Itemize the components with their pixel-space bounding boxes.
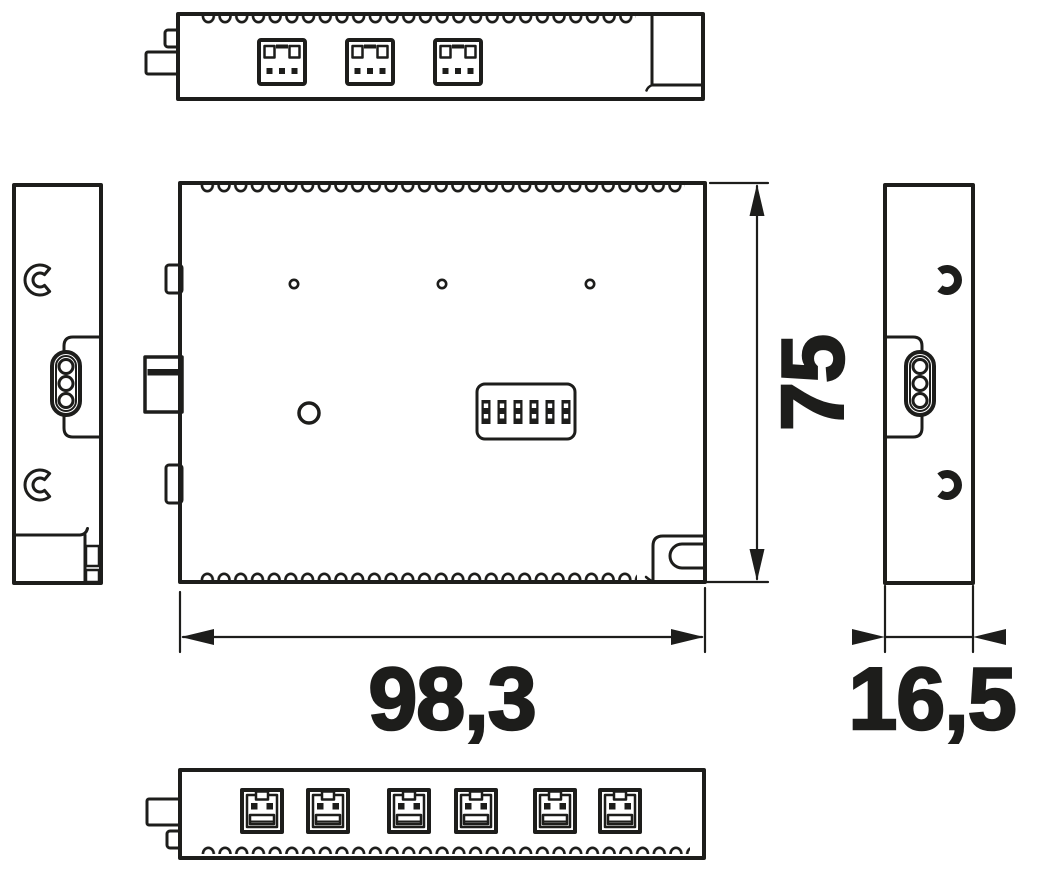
dip-switch-1 [481, 400, 491, 424]
front-left-connector-stripe [147, 369, 180, 376]
bottom-view-mounting-tab [145, 797, 184, 827]
left-view-foot-detail [84, 568, 101, 584]
pilot-hole [436, 278, 448, 290]
dimension-width: 98,3 [178, 586, 707, 749]
top-view [144, 12, 705, 101]
dimension-height: 75 [703, 181, 863, 584]
arrowhead-inward-left [852, 629, 885, 645]
bottom-view-vent-scallops [200, 841, 690, 854]
slot-inner [668, 542, 706, 570]
dip-switch-block [475, 382, 577, 441]
bottom-view [145, 768, 706, 860]
corner-detail [644, 575, 655, 584]
arrowhead-left [181, 629, 214, 645]
dip-switch-2 [497, 400, 507, 424]
right-side-view [883, 183, 975, 585]
front-top-vent-scallops [199, 185, 685, 198]
power-connector-3pole [50, 350, 82, 417]
arrowhead-right [671, 629, 704, 645]
dimension-depth: 16,5 [847, 584, 1018, 749]
front-view [143, 181, 707, 584]
arrowhead-inward-right [973, 629, 1006, 645]
dip-switch-5 [545, 400, 555, 424]
dip-switch-6 [561, 400, 571, 424]
dimension-height-label: 75 [763, 335, 862, 431]
power-connector-3pole [904, 350, 936, 417]
left-view-foot-detail [84, 544, 101, 568]
front-left-connector-block [143, 355, 184, 414]
pilot-hole [288, 278, 300, 290]
front-view-outline [178, 181, 707, 584]
corner-detail [645, 83, 654, 92]
dip-switch-frame [475, 382, 577, 441]
arrowhead-up [749, 184, 765, 216]
pilot-hole [584, 278, 596, 290]
dip-switch-3 [513, 400, 523, 424]
top-view-vent-scallops [200, 16, 636, 29]
front-bottom-vent-scallops [199, 567, 637, 580]
slot-outer [651, 534, 706, 584]
dimension-depth-label: 16,5 [848, 649, 1015, 748]
top-view-mounting-tab [144, 50, 182, 76]
cable-tie-slot [644, 534, 706, 584]
dip-switch-4 [529, 400, 539, 424]
mounting-hole [297, 401, 321, 425]
arrowhead-down [749, 549, 765, 581]
left-view-foot-line [12, 527, 89, 537]
left-side-view [12, 183, 103, 585]
dimension-width-label: 98,3 [368, 649, 535, 748]
